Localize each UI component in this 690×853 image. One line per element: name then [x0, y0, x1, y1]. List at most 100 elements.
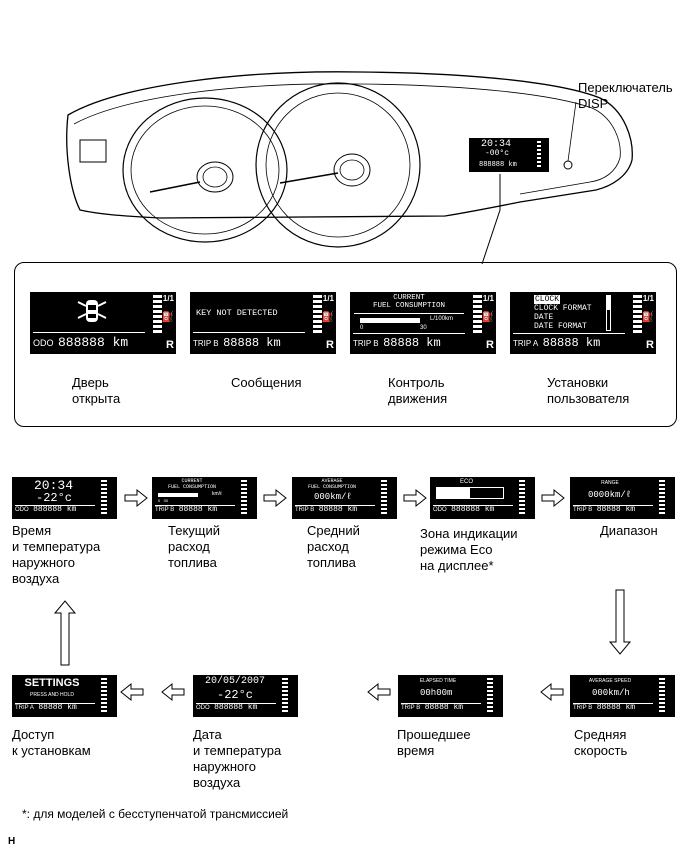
leader-line: [481, 174, 501, 265]
fuel-gauge-bars: [313, 295, 322, 333]
cluster-housing: [66, 71, 633, 219]
date-value: 20/05/2007: [205, 676, 266, 687]
arrow-left-icon: [161, 682, 185, 702]
cluster-lcd-time: 20:34: [481, 139, 512, 150]
odo-value: 88888 km: [178, 505, 218, 514]
fuel-gauge-bars: [659, 480, 665, 516]
settings-hint: PRESS AND HOLD: [30, 692, 74, 698]
odo-prefix: ODO: [196, 705, 210, 711]
date-temp-value: -22°c: [217, 688, 254, 702]
odo-prefix: TRIP A: [15, 705, 34, 711]
lcd-door-open: ODO 888888 km 1/1 ⛽ R: [30, 292, 176, 354]
odo-value: 88888 km: [596, 505, 636, 514]
lcd-date-temp: 20/05/2007 -22°c ODO 888888 km: [193, 675, 298, 717]
caption-drive-monitor: Контроль движения: [388, 375, 448, 406]
scale-left: 0: [360, 325, 364, 331]
fuel-pump-icon: ⛽: [481, 312, 494, 323]
time-value: 20:34: [34, 478, 74, 493]
fuel-pump-icon: ⛽: [641, 312, 654, 323]
average-speed-value: 000km/h: [592, 688, 630, 698]
eco-label: ECO: [460, 479, 474, 485]
elapsed-time-title: ELAPSED TIME: [419, 678, 457, 684]
odo-prefix: TRIP B: [573, 507, 593, 513]
temp-value: -22°c: [36, 491, 73, 505]
fuel-pump-icon: ⛽: [161, 312, 174, 323]
fuel-gauge-bars: [519, 480, 525, 516]
arrow-down-icon: [608, 589, 632, 655]
odo-value: 88888 km: [38, 703, 77, 712]
range-value: 0000km/ℓ: [588, 490, 632, 500]
odo-value: 88888 km: [223, 336, 281, 350]
odo-prefix: TRIP B: [573, 705, 593, 711]
lcd-eco-zone: ECO ODO 888888 km: [430, 477, 535, 519]
odo-value: 888888 km: [214, 703, 258, 712]
caption-average-speed: Средняя скорость: [574, 727, 628, 758]
caption-date-temp: Дата и температура наружного воздуха: [193, 727, 282, 790]
odo-prefix: TRIP B: [401, 705, 421, 711]
lcd-user-settings: CLOCK CLOCK FORMAT DATE DATE FORMAT TRIP…: [510, 292, 656, 354]
current-fuel-bar: [158, 493, 198, 497]
caption-average-fuel: Средний расход топлива: [307, 523, 360, 570]
cluster-lcd: 20:34 -00°c 888888 km: [469, 138, 549, 172]
lcd-messages: KEY NOT DETECTED TRIP B 88888 km 1/1 ⛽ R: [190, 292, 336, 354]
odo-value: 88888 km: [383, 336, 441, 350]
arrow-left-icon: [367, 682, 391, 702]
arrow-right-icon: [541, 488, 565, 508]
arrow-left-icon: [540, 682, 564, 702]
lcd-drive-monitor: CURRENT FUEL CONSUMPTION L/100km 0 30 TR…: [350, 292, 496, 354]
caption-time-temp: Время и температура наружного воздуха: [12, 523, 101, 586]
odo-prefix: TRIP A: [513, 339, 539, 348]
fuel-gauge-bars: [487, 678, 493, 714]
odo-value: 888888 km: [57, 335, 129, 350]
arrow-right-icon: [403, 488, 427, 508]
odo-prefix: ODO: [33, 338, 54, 348]
fuel-gauge-bars: [101, 480, 107, 516]
footnote: *: для моделей с бесступенчатой трансмис…: [22, 807, 289, 821]
lcd-range: RANGE 0000km/ℓ TRIP B 88888 km: [570, 477, 675, 519]
fuel-gauge-bars: [282, 678, 288, 714]
odo-prefix: TRIP B: [295, 507, 315, 513]
fuel-gauge-bars: [633, 295, 642, 333]
lcd-average-fuel: AVERAGE FUEL CONSUMPTION 000km/ℓ TRIP B …: [292, 477, 397, 519]
fuel-gauge-bars: [153, 295, 162, 333]
lcd-settings-access: SETTINGS PRESS AND HOLD TRIP A 88888 km: [12, 675, 117, 717]
fuel-pump-icon: ⛽: [321, 312, 334, 323]
elapsed-time-value: 00h00m: [420, 688, 453, 698]
cluster-lcd-odo: 888888 km: [479, 161, 517, 169]
settings-title: SETTINGS: [24, 677, 80, 689]
fuel-consumption-bar: [360, 318, 420, 323]
arrow-right-icon: [124, 488, 148, 508]
fuel-gauge-bars: [473, 295, 482, 333]
caption-elapsed-time: Прошедшее время: [397, 727, 471, 758]
odo-value: 88888 km: [424, 703, 464, 712]
lcd-time-temp: 20:34 -22°c ODO 888888 km: [12, 477, 117, 519]
odo-prefix: TRIP B: [193, 339, 219, 348]
instrument-cluster-drawing: [66, 71, 633, 265]
indicator-window: [79, 139, 107, 163]
caption-current-fuel: Текущий расход топлива: [168, 523, 220, 570]
fuel-consumption-title: CURRENT FUEL CONSUMPTION: [372, 294, 445, 310]
odo-prefix: TRIP B: [353, 339, 379, 348]
disp-switch-label: Переключатель DISP: [578, 80, 673, 111]
odo-value: 888888 km: [451, 505, 495, 514]
cluster-lcd-fuel-bars: [537, 141, 541, 169]
arrow-left-icon: [120, 682, 144, 702]
current-fuel-scale: 0 30: [158, 498, 169, 503]
scale-unit: L/100km: [430, 316, 454, 322]
eco-bar: [436, 487, 504, 499]
caption-eco-zone: Зона индикации режима Eco на дисплее*: [420, 526, 518, 573]
corner-mark: H: [8, 836, 16, 847]
lcd-elapsed-time: ELAPSED TIME 00h00m TRIP B 88888 km: [398, 675, 503, 717]
odo-value: 88888 km: [596, 703, 636, 712]
lcd-current-fuel: CURRENT FUEL CONSUMPTION km/ℓ 0 30 TRIP …: [152, 477, 257, 519]
fuel-gauge-bars: [241, 480, 247, 516]
caption-door-open: Дверь открыта: [72, 375, 121, 406]
caption-user-settings: Установки пользователя: [547, 375, 630, 406]
caption-settings-access: Доступ к установкам: [12, 727, 91, 758]
odo-value: 88888 km: [542, 336, 601, 350]
settings-item-date-format: DATE FORMAT: [534, 322, 587, 331]
speedometer-gauge: [255, 82, 421, 248]
current-fuel-unit: km/ℓ: [212, 491, 222, 497]
odo-prefix: ODO: [15, 507, 29, 513]
